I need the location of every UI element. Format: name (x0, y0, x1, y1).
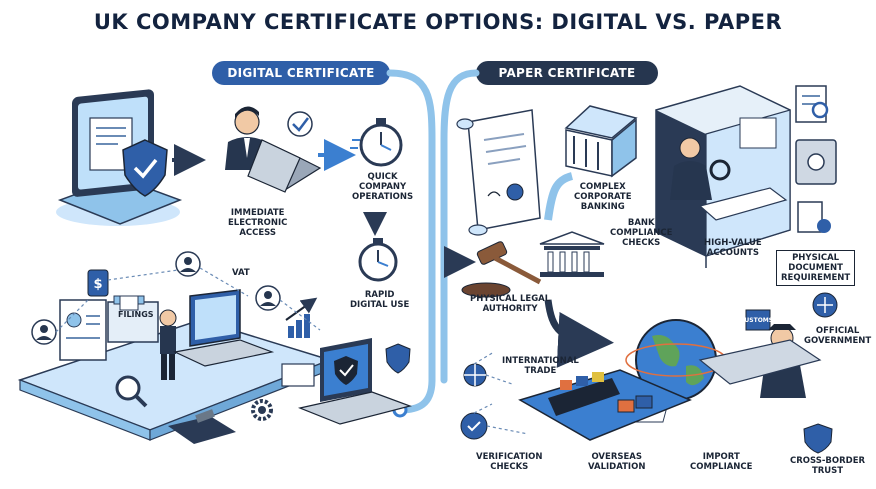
customs-officer-illustration (612, 309, 822, 423)
safe-icon (795, 139, 837, 185)
stopwatch-icon (350, 118, 403, 167)
label-international-trade: INTERNATIONAL TRADE (502, 356, 579, 376)
customs-sign-label: CUSTOMS (740, 317, 774, 324)
label-complex-banking: COMPLEX CORPORATE BANKING (574, 182, 632, 212)
label-immediate-access: IMMEDIATE ELECTRONIC ACCESS (228, 208, 288, 238)
person-laptop-icon (225, 106, 322, 193)
label-official-government: OFFICIAL GOVERNMENT (804, 326, 872, 346)
svg-text:$: $ (93, 277, 102, 292)
label-verification-checks: VERIFICATION CHECKS (476, 452, 543, 472)
label-overseas-validation: OVERSEAS VALIDATION (588, 452, 646, 472)
document-search-icon (795, 85, 829, 123)
cargo-ship-illustration (518, 369, 692, 441)
inspection-office-illustration (655, 85, 791, 268)
scroll-certificate-icon (456, 109, 541, 236)
label-high-value-accounts: HIGH-VALUE ACCOUNTS (704, 238, 762, 258)
paper-certificate-header: PAPER CERTIFICATE (476, 61, 658, 85)
label-import-compliance: IMPORT COMPLIANCE (690, 452, 753, 472)
label-physical-legal-authority: PHYSICAL LEGAL AUTHORITY (470, 294, 551, 314)
label-quick-operations: QUICK COMPANY OPERATIONS (352, 172, 414, 202)
globe-icon (625, 319, 727, 401)
stopwatch-icon (358, 238, 398, 282)
digital-platform-illustration: $ (17, 251, 413, 444)
bank-building-icon (564, 105, 638, 178)
label-cross-border-trust: CROSS-BORDER TRUST (790, 456, 866, 476)
label-filings: FILINGS (118, 310, 154, 319)
digital-certificate-header: DIGITAL CERTIFICATE (212, 61, 390, 85)
shield-check-icon (803, 423, 833, 454)
tablet-shield-icon (56, 89, 183, 226)
flow-arrow (544, 172, 574, 221)
network-icons (460, 351, 529, 440)
label-bank-compliance: BANK COMPLIANCE CHECKS (610, 218, 673, 248)
page-title: UK COMPANY CERTIFICATE OPTIONS: DIGITAL … (93, 10, 783, 34)
government-emblem-icon (812, 292, 838, 318)
label-vat: VAT (232, 268, 250, 278)
label-physical-document-requirement: PHYSICAL DOCUMENT REQUIREMENT (776, 250, 856, 286)
document-check-icon (797, 201, 831, 233)
label-rapid-digital-use: RAPID DIGITAL USE (350, 290, 410, 310)
gavel-courthouse-icon (461, 231, 605, 298)
flow-arrow (544, 299, 614, 368)
